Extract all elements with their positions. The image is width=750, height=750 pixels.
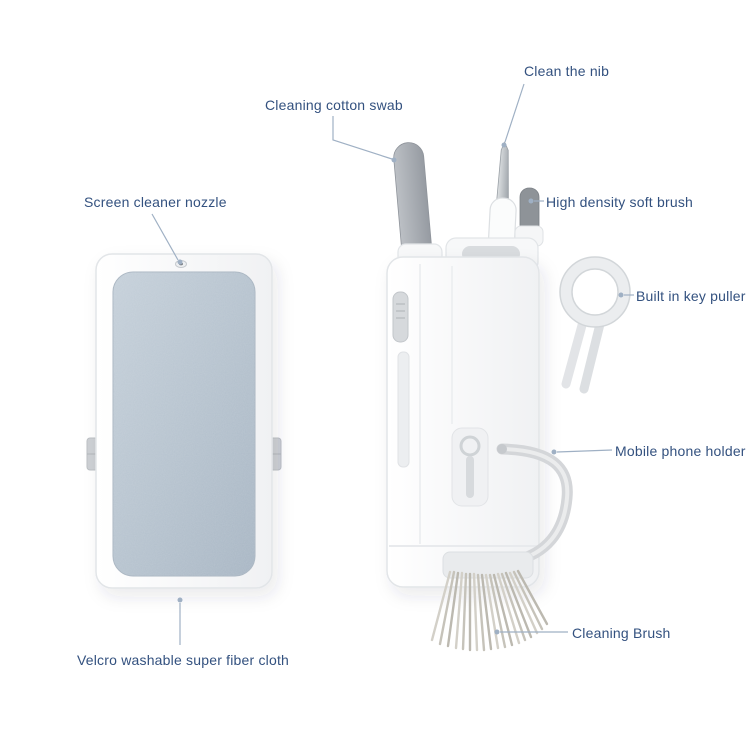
label-cleaning-cotton-swab: Cleaning cotton swab bbox=[265, 97, 403, 113]
high-density-soft-brush bbox=[514, 187, 544, 247]
dot-cotton-swab bbox=[391, 157, 397, 163]
dot-velcro-cloth bbox=[177, 597, 183, 603]
label-screen-cleaner-nozzle: Screen cleaner nozzle bbox=[84, 194, 227, 210]
side-groove bbox=[397, 351, 410, 468]
cleaner-kit-device bbox=[386, 141, 573, 652]
screen-cleaner-device bbox=[86, 253, 282, 589]
key-puller-tool bbox=[559, 256, 631, 394]
connector-cotton-swab bbox=[332, 116, 393, 160]
dot-nozzle bbox=[177, 259, 183, 265]
cleaning-brush-bristles bbox=[430, 551, 549, 652]
connector-nozzle bbox=[151, 213, 179, 261]
center-recess bbox=[451, 427, 489, 507]
dot-clean-nib bbox=[501, 142, 507, 148]
connector-dots bbox=[177, 142, 624, 635]
kit-body bbox=[386, 256, 540, 588]
label-clean-the-nib: Clean the nib bbox=[524, 63, 610, 79]
connector-phone-holder bbox=[556, 449, 613, 453]
label-high-density-soft-brush: High density soft brush bbox=[546, 194, 694, 210]
label-cleaning-brush: Cleaning Brush bbox=[572, 625, 671, 641]
connector-lines bbox=[151, 83, 634, 645]
connector-clean-nib bbox=[504, 83, 525, 143]
label-velcro-fiber-cloth: Velcro washable super fiber cloth bbox=[77, 652, 290, 668]
dot-phone-holder bbox=[551, 449, 557, 455]
label-mobile-phone-holder: Mobile phone holder bbox=[615, 443, 746, 459]
side-slider bbox=[392, 291, 409, 343]
fiber-cloth-texture bbox=[113, 272, 255, 576]
phone-holder-arm bbox=[496, 443, 573, 567]
dot-key-puller bbox=[618, 292, 624, 298]
dot-cleaning-brush bbox=[494, 629, 500, 635]
label-built-in-key-puller: Built in key puller bbox=[636, 288, 746, 304]
dot-soft-brush bbox=[528, 198, 534, 204]
